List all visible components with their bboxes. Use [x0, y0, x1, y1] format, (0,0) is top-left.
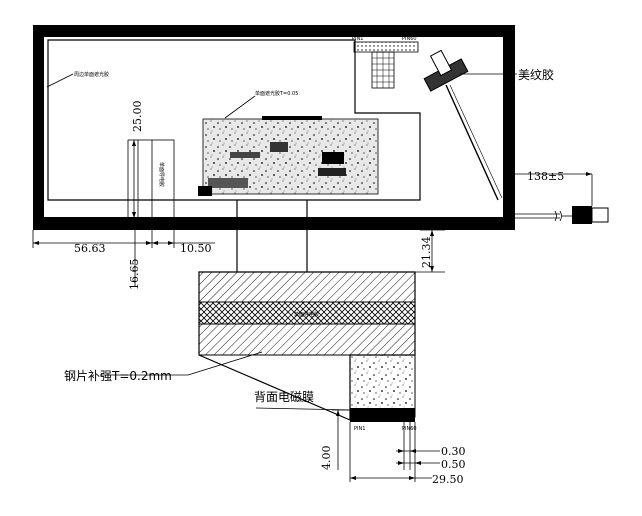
top-left-note-leader	[46, 73, 74, 88]
dim-4	[332, 409, 352, 470]
stiffener-leader	[187, 351, 263, 376]
dim-10-text: 10.50	[180, 242, 212, 255]
dim-16	[126, 217, 160, 286]
fpc-pin1-label: PIN1	[354, 426, 365, 432]
glue-label: 美纹胶	[518, 67, 554, 82]
glue-tape	[423, 49, 503, 201]
dim-050-text: 0.50	[441, 458, 466, 471]
dim-56-text: 56.63	[74, 242, 106, 255]
dim-25	[132, 140, 136, 218]
back-emi-film-label: 背面电磁膜	[254, 389, 314, 404]
dim-pins	[349, 422, 440, 482]
cable	[505, 206, 609, 224]
dim-16-text: 16.65	[128, 259, 141, 291]
steel-stiffener-label: 钢片补强T=0.2mm	[64, 369, 172, 383]
fpc-tail	[198, 200, 416, 422]
connector-pin1-label: PIN1	[352, 36, 363, 42]
stiffener-mid-note: 单面导电胶	[294, 311, 319, 318]
dim-138	[504, 164, 593, 212]
connector-pin60-label: PIN60	[402, 36, 417, 42]
dim-21-text: 21.34	[420, 237, 433, 269]
dim-56-10	[32, 218, 215, 248]
dim-2950-text: 29.50	[432, 473, 464, 486]
dim-030-text: 0.30	[441, 445, 466, 458]
ic-note: 单面遮光胶T=0.05	[255, 90, 298, 97]
dim-25-text: 25.00	[131, 101, 144, 133]
ic-area	[198, 116, 379, 196]
small-box-note: 单面导电胶	[158, 162, 165, 187]
dim-4-text: 4.00	[320, 446, 333, 471]
dim-21	[415, 229, 445, 273]
fpc-pin60-label: PIN60	[402, 426, 417, 432]
dim-138-text: 138±5	[527, 170, 564, 183]
ic-note-leader	[224, 95, 256, 119]
top-left-note: 周边单面遮光胶	[74, 71, 109, 78]
inner-outline	[47, 39, 421, 201]
top-connector	[353, 41, 419, 89]
